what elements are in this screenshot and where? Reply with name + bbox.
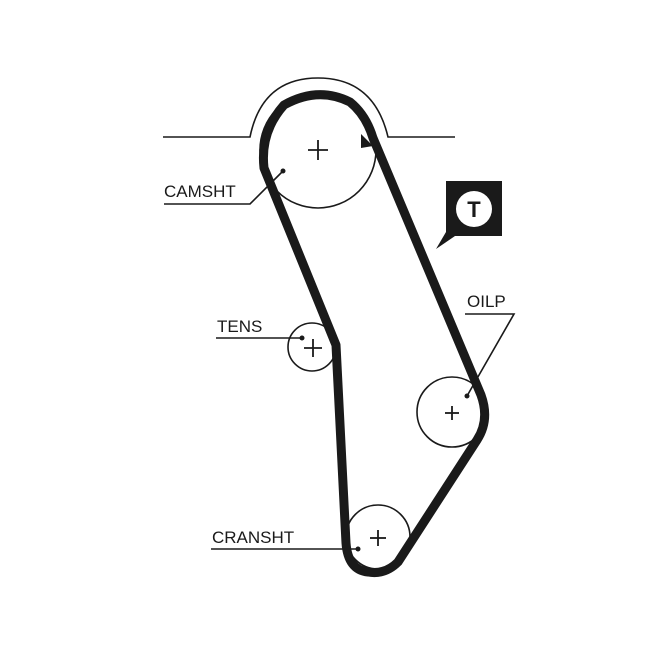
engine-cover-outline bbox=[163, 77, 455, 138]
tension-badge-letter: T bbox=[467, 197, 481, 222]
oil-pump-label: OILP bbox=[467, 292, 506, 311]
crankshaft-leader-dot bbox=[355, 546, 361, 552]
tension-badge-circle bbox=[456, 191, 492, 227]
oil-pump-leader-dot bbox=[464, 393, 470, 399]
belt-direction-arrow bbox=[361, 134, 373, 148]
timing-belt bbox=[258, 90, 490, 577]
camshaft-leader-line bbox=[164, 170, 284, 205]
crankshaft-label: CRANSHT bbox=[212, 528, 294, 547]
camshaft-center-cross bbox=[308, 140, 328, 160]
camshaft-label: CAMSHT bbox=[164, 182, 236, 201]
crankshaft-center-cross bbox=[370, 530, 386, 546]
tensioner-center-cross bbox=[304, 339, 322, 357]
tensioner-leader-dot bbox=[299, 335, 305, 341]
camshaft-leader-dot bbox=[280, 168, 286, 174]
oil-pump-center-cross bbox=[445, 406, 459, 420]
tension-badge: T bbox=[436, 181, 502, 249]
tensioner-label: TENS bbox=[217, 317, 262, 336]
oil-pump-leader-line bbox=[465, 313, 516, 397]
